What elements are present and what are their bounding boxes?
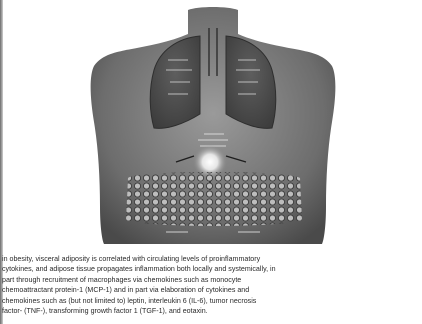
caption-line: in obesity, visceral adiposity is correl… bbox=[2, 254, 418, 264]
visceral-fat-region bbox=[126, 172, 302, 226]
obesity-torso-illustration bbox=[88, 6, 338, 244]
caption-line: chemoattractant protein-1 (MCP-1) and in… bbox=[2, 285, 418, 295]
caption-line: factor- (TNF-), transforming growth fact… bbox=[2, 306, 418, 316]
caption-line: cytokines, and adipose tissue propagates… bbox=[2, 264, 418, 274]
caption-line: part through recruitment of macrophages … bbox=[2, 275, 418, 285]
caption-line: chemokines such as (but not limited to) … bbox=[2, 296, 418, 306]
figure-caption: in obesity, visceral adiposity is correl… bbox=[2, 254, 418, 316]
